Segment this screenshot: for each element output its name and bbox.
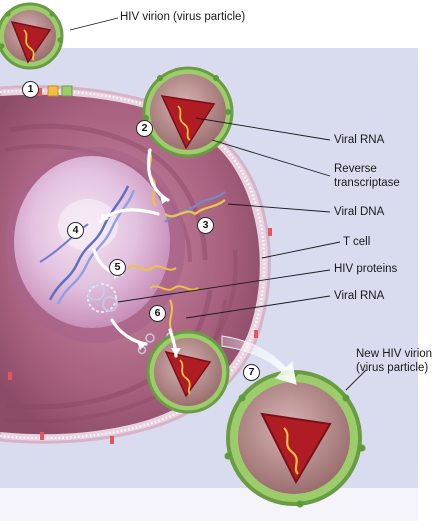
viral-mrna-2 [149,285,199,291]
label-hiv-virion: HIV virion (virus particle) [120,11,246,23]
host-dna-strand-c [39,223,89,263]
leader-hiv-proteins [117,269,331,303]
label-viral-dna: Viral DNA [334,206,385,218]
leader-hiv-virion [69,17,119,31]
entering-capsid [160,95,216,150]
leader-viral-rna-bottom [185,295,331,319]
label-new-virion-line1: New HIV virion [356,348,433,360]
leader-viral-dna [227,203,331,213]
entering-virion [142,66,234,158]
fusion-point [36,85,73,97]
new-virion-capsid [260,412,332,485]
hiv-virion-particle [0,2,64,70]
leader-reverse-transcriptase [211,139,331,177]
membrane-receptors [8,228,272,444]
virion-capsid [10,20,52,64]
step-4-badge: 4 [67,222,84,239]
step-6-badge: 6 [149,305,166,322]
step-5-badge: 5 [109,259,126,276]
leader-new-virion [345,369,367,391]
arrow-release [221,335,297,385]
step-1-badge: 1 [22,81,39,98]
label-hiv-proteins: HIV proteins [334,263,398,275]
step-2-badge: 2 [136,120,153,137]
label-t-cell: T cell [343,236,371,248]
step-3-badge: 3 [197,217,214,234]
budding-virion [146,330,230,414]
er-fold-3 [4,289,213,410]
hiv-protein-cluster [87,283,118,313]
viral-mrna-1 [127,265,177,271]
label-viral-rna-top: Viral RNA [334,134,385,146]
panel-shadow [0,488,418,521]
label-viral-rna-bottom: Viral RNA [334,290,385,302]
step-7-badge: 7 [243,364,260,381]
budding-capsid [164,350,212,398]
leader-viral-rna-top [195,117,331,141]
host-dna-strand-b [56,189,136,305]
leader-t-cell [261,241,341,259]
host-dna-strand-a [48,185,130,301]
new-hiv-virion [224,370,366,508]
label-new-virion-line2: (virus particle) [356,362,429,374]
label-reverse-transcriptase-line1: Reverse [334,163,377,175]
label-reverse-transcriptase-line2: transcriptase [334,177,400,189]
viral-dna-helix-b [164,199,226,218]
leader-lines [69,17,367,391]
